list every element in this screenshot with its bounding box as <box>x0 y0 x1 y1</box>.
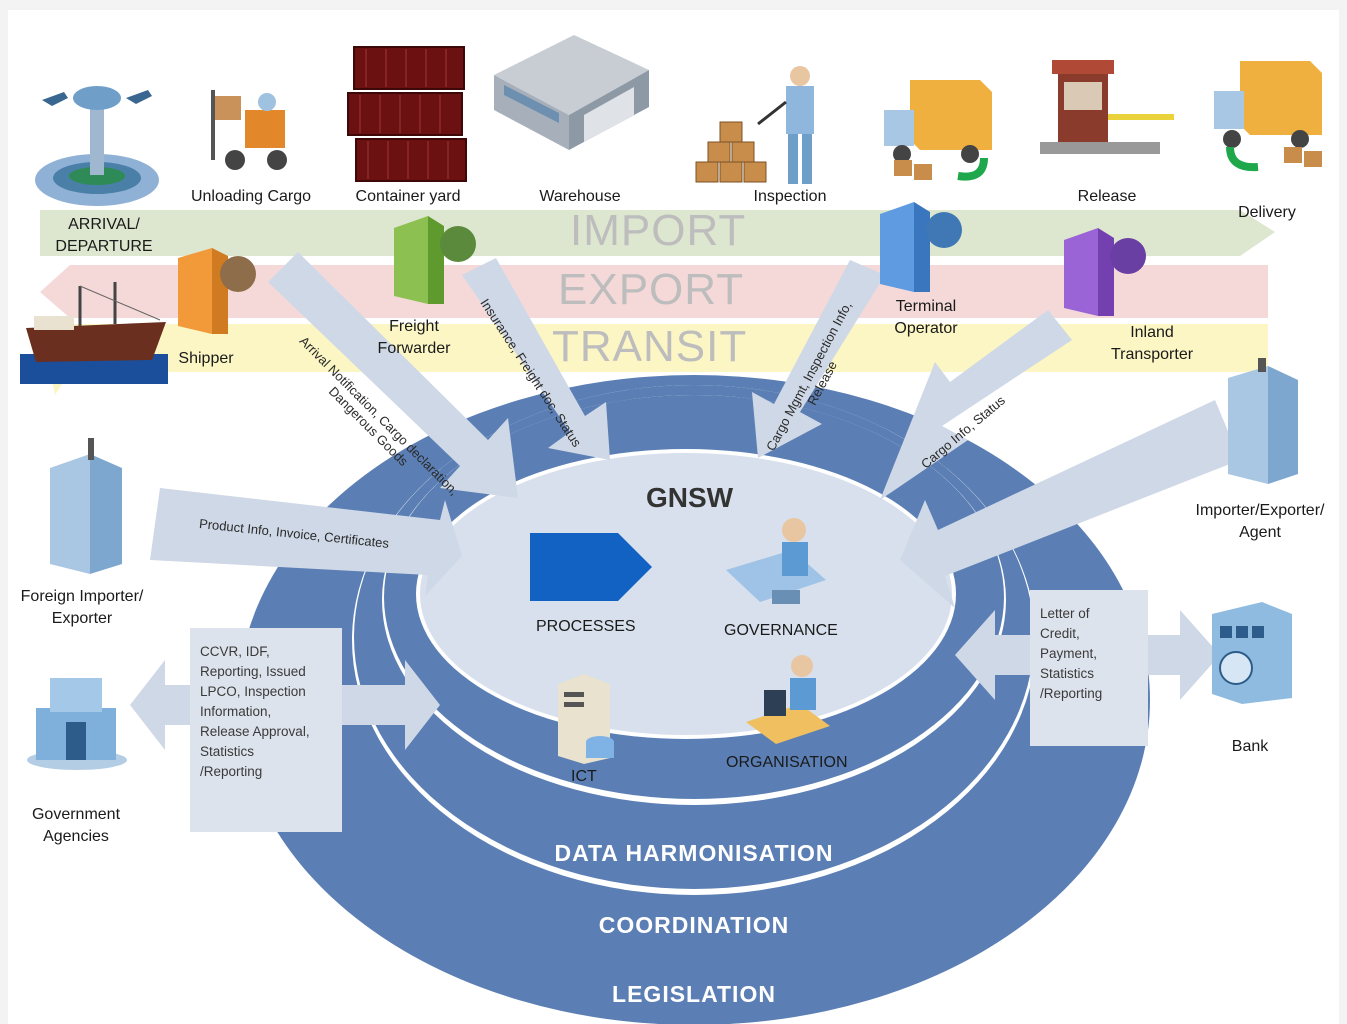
label-inland-transporter: Inland Transporter <box>1110 324 1194 363</box>
gnsw-core <box>420 453 952 735</box>
bank-building-icon <box>1212 602 1292 704</box>
label-foreign-importer-exporter: Foreign Importer/ Exporter <box>20 588 144 627</box>
governance-label: GOVERNANCE <box>724 622 838 639</box>
organisation-person-icon <box>746 655 830 744</box>
arrow-inland <box>880 310 1072 500</box>
label-warehouse: Warehouse <box>539 188 621 205</box>
label-government-agencies: Government Agencies <box>31 806 121 845</box>
truck-loading-icon <box>884 80 992 181</box>
arrow-shipper <box>268 252 518 498</box>
governance-person-icon <box>726 518 826 604</box>
flow-box-bank: Letter of Credit, Payment, Statistics /R… <box>1030 590 1148 746</box>
label-release: Release <box>1077 188 1137 205</box>
processes-chevron-icon <box>530 533 652 601</box>
label-container-yard: Container yard <box>355 188 461 205</box>
arrow-importer <box>900 400 1240 608</box>
inland-transporter-building-icon <box>1064 228 1146 316</box>
release-gate-icon <box>1040 60 1174 154</box>
lane-transit: TRANSIT <box>552 322 748 371</box>
terminal-operator-building-icon <box>880 202 962 292</box>
label-arrival-departure: ARRIVAL/ DEPARTURE <box>55 216 153 255</box>
gnsw-title: GNSW <box>646 482 734 513</box>
ict-server-icon <box>558 674 614 764</box>
label-unloading-cargo: Unloading Cargo <box>190 188 312 205</box>
arrow-foreign <box>150 488 462 596</box>
label-importer-exporter-agent: Importer/Exporter/ Agent <box>1195 502 1325 541</box>
processes-label: PROCESSES <box>536 618 636 635</box>
shipper-building-icon <box>178 248 256 334</box>
import-band <box>40 210 1275 256</box>
organisation-label: ORGANISATION <box>726 754 848 771</box>
delivery-truck-icon <box>1214 61 1322 172</box>
foreign-importer-tower-icon <box>50 438 122 574</box>
ring-label-legislation: LEGISLATION <box>612 981 776 1007</box>
label-inspection: Inspection <box>753 188 827 205</box>
label-bank: Bank <box>1231 738 1269 755</box>
forklift-icon <box>211 90 287 170</box>
importer-office-tower-icon <box>1228 358 1298 484</box>
government-building-icon <box>27 678 127 770</box>
inspection-officer-icon <box>695 66 814 184</box>
airport-tower-icon <box>35 86 159 206</box>
label-delivery: Delivery <box>1238 204 1296 221</box>
label-terminal-operator: Terminal Operator <box>894 298 958 337</box>
flow-box-government: CCVR, IDF, Reporting, Issued LPCO, Inspe… <box>190 628 342 832</box>
lane-import: IMPORT <box>570 206 747 255</box>
container-stack-icon <box>347 46 467 182</box>
cargo-ship-icon <box>20 282 168 384</box>
ring-label-coordination: COORDINATION <box>598 912 790 938</box>
label-freight-forwarder: Freight Forwarder <box>377 318 451 357</box>
ring-label-data-harmonisation: DATA HARMONISATION <box>554 840 834 866</box>
label-shipper: Shipper <box>178 350 234 367</box>
ict-label: ICT <box>571 768 597 785</box>
lane-export: EXPORT <box>558 265 745 314</box>
warehouse-icon <box>494 35 649 150</box>
arrow-terminal <box>752 260 885 458</box>
arrow-freight <box>462 258 610 460</box>
freight-forwarder-building-icon <box>394 216 476 304</box>
